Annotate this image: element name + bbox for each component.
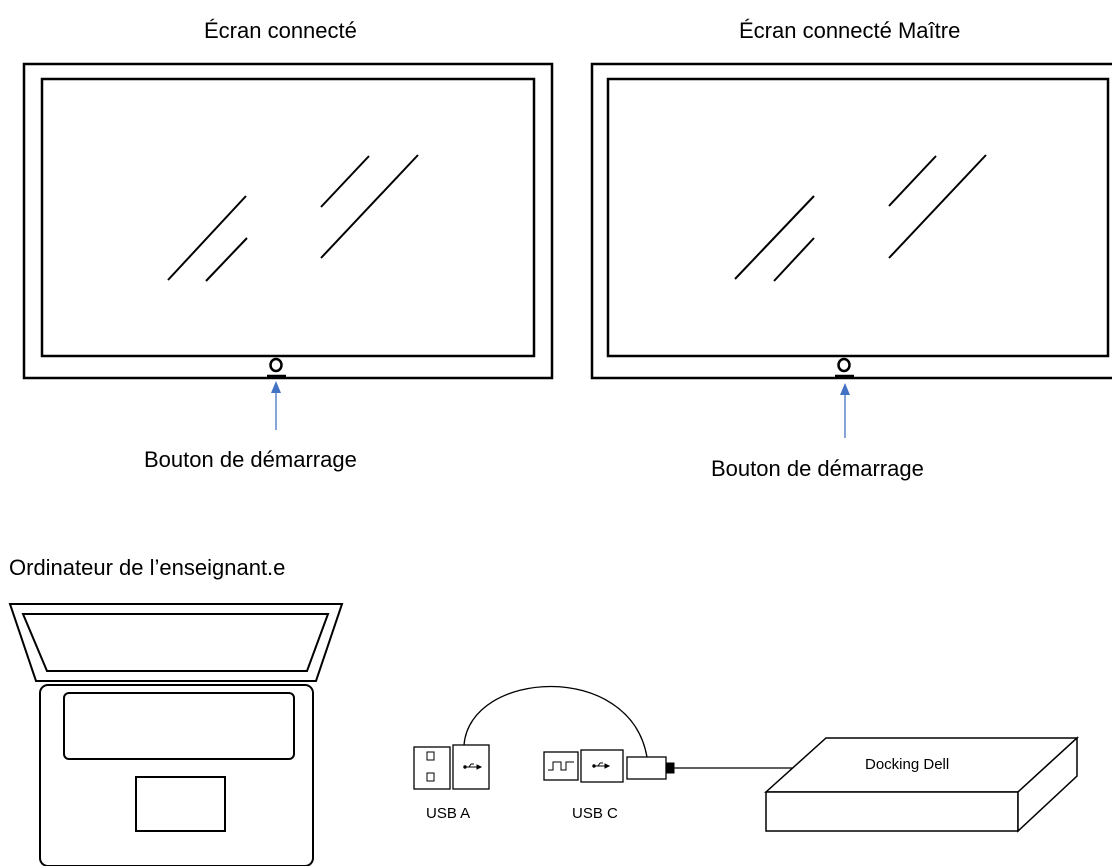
usb-c-connector [626, 756, 667, 780]
usb-symbol-icon [463, 763, 483, 770]
screen-2-button-label: Bouton de démarrage [711, 456, 924, 481]
usb-c-adapter [543, 749, 675, 783]
screen-2-title: Écran connecté Maître [739, 18, 961, 43]
power-button-icon [835, 357, 854, 378]
dock-label: Docking Dell [865, 756, 950, 773]
usb-a-port [413, 746, 451, 790]
screen-1-glare [167, 154, 419, 282]
usb-c-label: USB C [572, 805, 618, 822]
laptop-lid [8, 603, 344, 682]
screen-1-display [40, 77, 536, 358]
usb-symbol-icon [592, 762, 611, 769]
screen-1 [22, 62, 554, 430]
screen-2-glare [734, 154, 987, 282]
screen-1-arrow [271, 381, 281, 430]
screen-1-title: Écran connecté [204, 18, 357, 43]
screen-1-button-label: Bouton de démarrage [144, 447, 357, 472]
laptop-base [39, 684, 314, 866]
laptop-keyboard [63, 692, 295, 760]
screen-2 [590, 62, 1112, 438]
docking-station-icon [764, 736, 1079, 833]
teacher-computer-label: Ordinateur de l’enseignant.e [9, 555, 286, 580]
laptop-icon [8, 603, 344, 866]
usb-cable-loop [463, 685, 648, 758]
screen-2-arrow [840, 383, 850, 438]
usb-a-adapter [413, 744, 490, 790]
laptop-touchpad [135, 776, 226, 832]
dock-front [765, 791, 1019, 832]
laptop-screen [21, 613, 330, 672]
screen-2-display [606, 77, 1110, 358]
usb-a-label: USB A [426, 805, 471, 822]
power-button-icon [267, 357, 286, 378]
dock-side [1017, 736, 1078, 833]
